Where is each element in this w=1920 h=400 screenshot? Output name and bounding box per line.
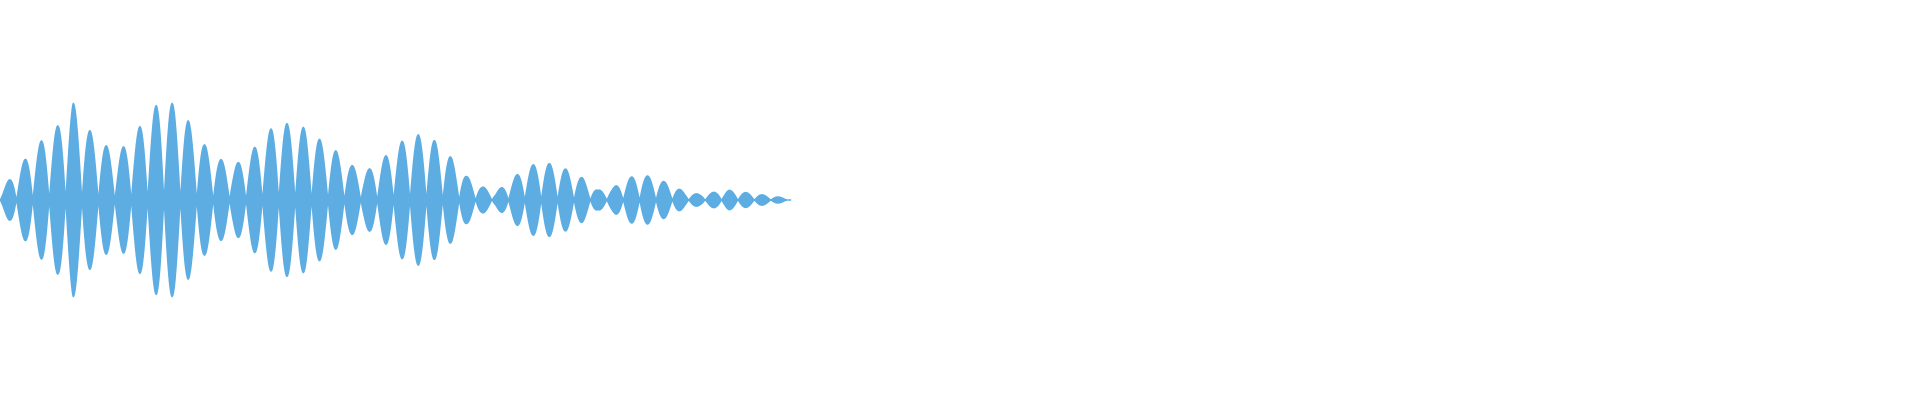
waveform-shape — [0, 102, 789, 298]
waveform-path — [0, 102, 789, 298]
